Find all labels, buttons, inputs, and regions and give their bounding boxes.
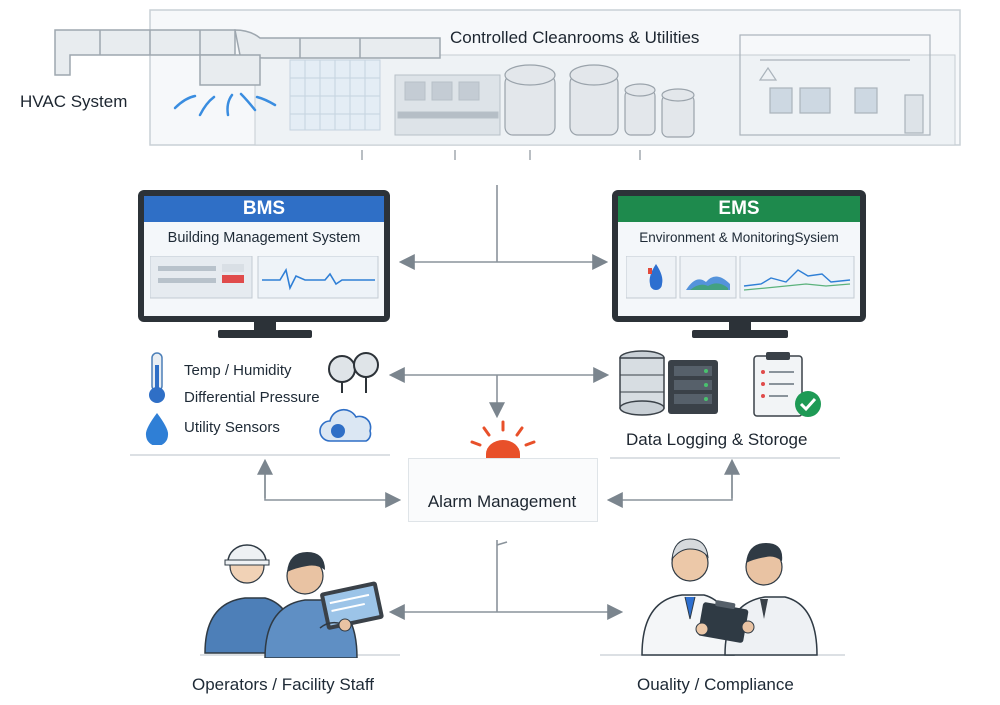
alarm-label: Alarm Management bbox=[427, 492, 577, 511]
sensor-label-utility: Utility Sensors bbox=[184, 419, 280, 436]
bms-dashboard-widgets bbox=[150, 256, 379, 299]
cloud-sensor-icon bbox=[319, 408, 372, 442]
water-drop-icon bbox=[145, 413, 169, 445]
checklist-clipboard-icon bbox=[753, 352, 821, 417]
cleanrooms-label: Controlled Cleanrooms & Utilities bbox=[450, 28, 700, 47]
data-storage-panel: Data Logging & Storoge bbox=[612, 350, 842, 455]
ems-subtitle: Environment & MonitoringSysiem bbox=[639, 230, 839, 245]
pressure-gauge-icon bbox=[328, 352, 379, 393]
quality-label: Ouality / Compliance bbox=[637, 675, 794, 694]
alarm-panel: Alarm Management bbox=[408, 418, 598, 522]
quality-group bbox=[630, 525, 830, 657]
bms-title: BMS bbox=[144, 196, 384, 222]
bms-screen: BMS Building Management System bbox=[138, 190, 390, 322]
bms-subtitle: Building Management System bbox=[167, 230, 361, 246]
ems-dashboard-widgets bbox=[626, 256, 855, 299]
hvac-label: HVAC System bbox=[20, 92, 128, 111]
thermometer-icon bbox=[149, 352, 165, 403]
sensor-label-differential-pressure: Differential Pressure bbox=[184, 389, 320, 406]
ems-monitor: EMS Environment & MonitoringSysiem bbox=[612, 190, 866, 340]
storage-label: Data Logging & Storoge bbox=[626, 430, 808, 449]
quality-illustration bbox=[641, 538, 818, 656]
facility-illustration: Controlled Cleanrooms & Utilities HVAC S… bbox=[0, 0, 1000, 173]
bms-monitor: BMS Building Management System bbox=[138, 190, 390, 340]
operators-illustration bbox=[204, 544, 384, 659]
sensor-label-temp-humidity: Temp / Humidity bbox=[184, 362, 292, 379]
operators-label: Operators / Facility Staff bbox=[192, 675, 375, 694]
ems-title: EMS bbox=[618, 196, 860, 222]
cleanroom-building-illustration bbox=[54, 9, 961, 173]
operators-group bbox=[195, 528, 395, 659]
server-database-icon bbox=[619, 350, 718, 416]
ems-screen: EMS Environment & MonitoringSysiem bbox=[612, 190, 866, 322]
sensors-panel: Temp / Humidity Differential Pressure Ut… bbox=[130, 345, 392, 455]
